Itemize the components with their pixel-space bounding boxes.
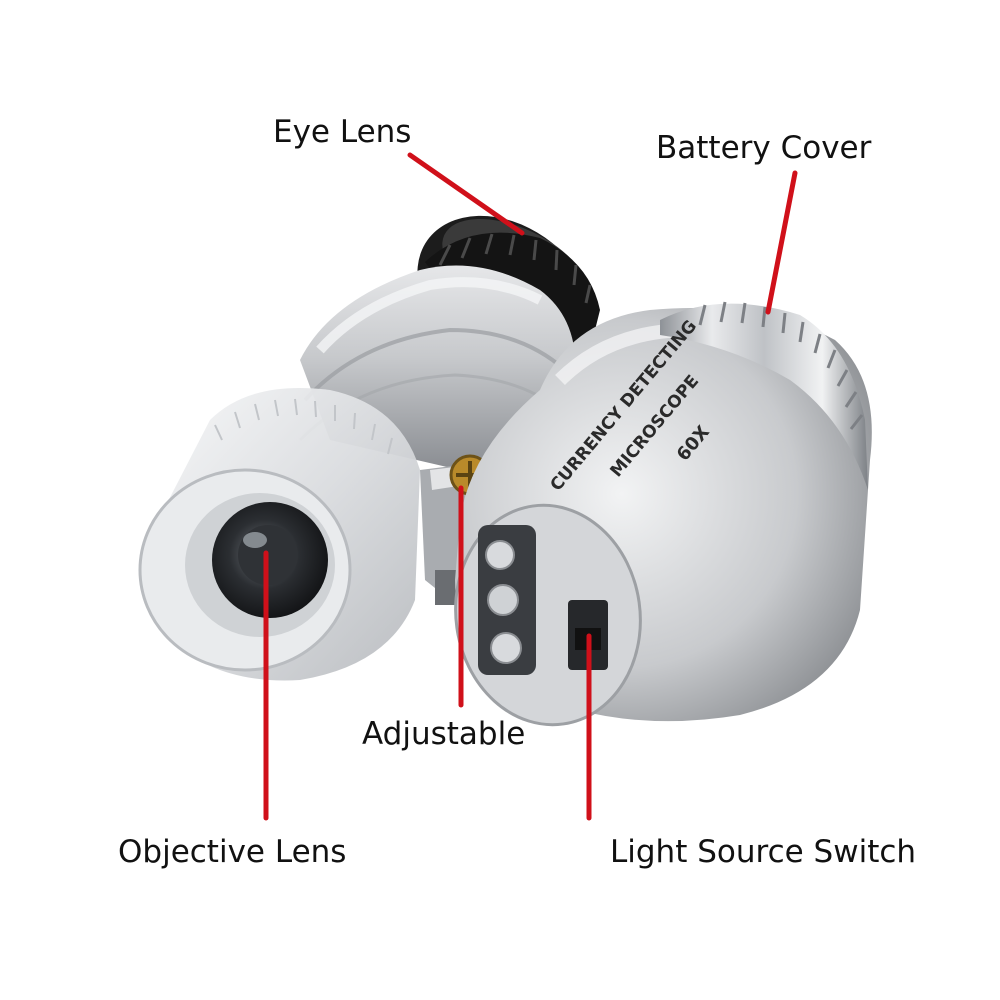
- main-body: [454, 301, 872, 727]
- label-eye-lens: Eye Lens: [273, 114, 412, 150]
- leader-eye-lens: [407, 152, 525, 236]
- label-battery-cover: Battery Cover: [656, 130, 872, 166]
- leader-battery-cover: [765, 170, 798, 315]
- label-light-source-switch: Light Source Switch: [610, 834, 917, 870]
- label-adjustable: Adjustable: [362, 716, 526, 752]
- leader-lines: [263, 152, 798, 821]
- label-objective-lens: Objective Lens: [118, 834, 347, 870]
- objective-lens-part: [138, 388, 420, 681]
